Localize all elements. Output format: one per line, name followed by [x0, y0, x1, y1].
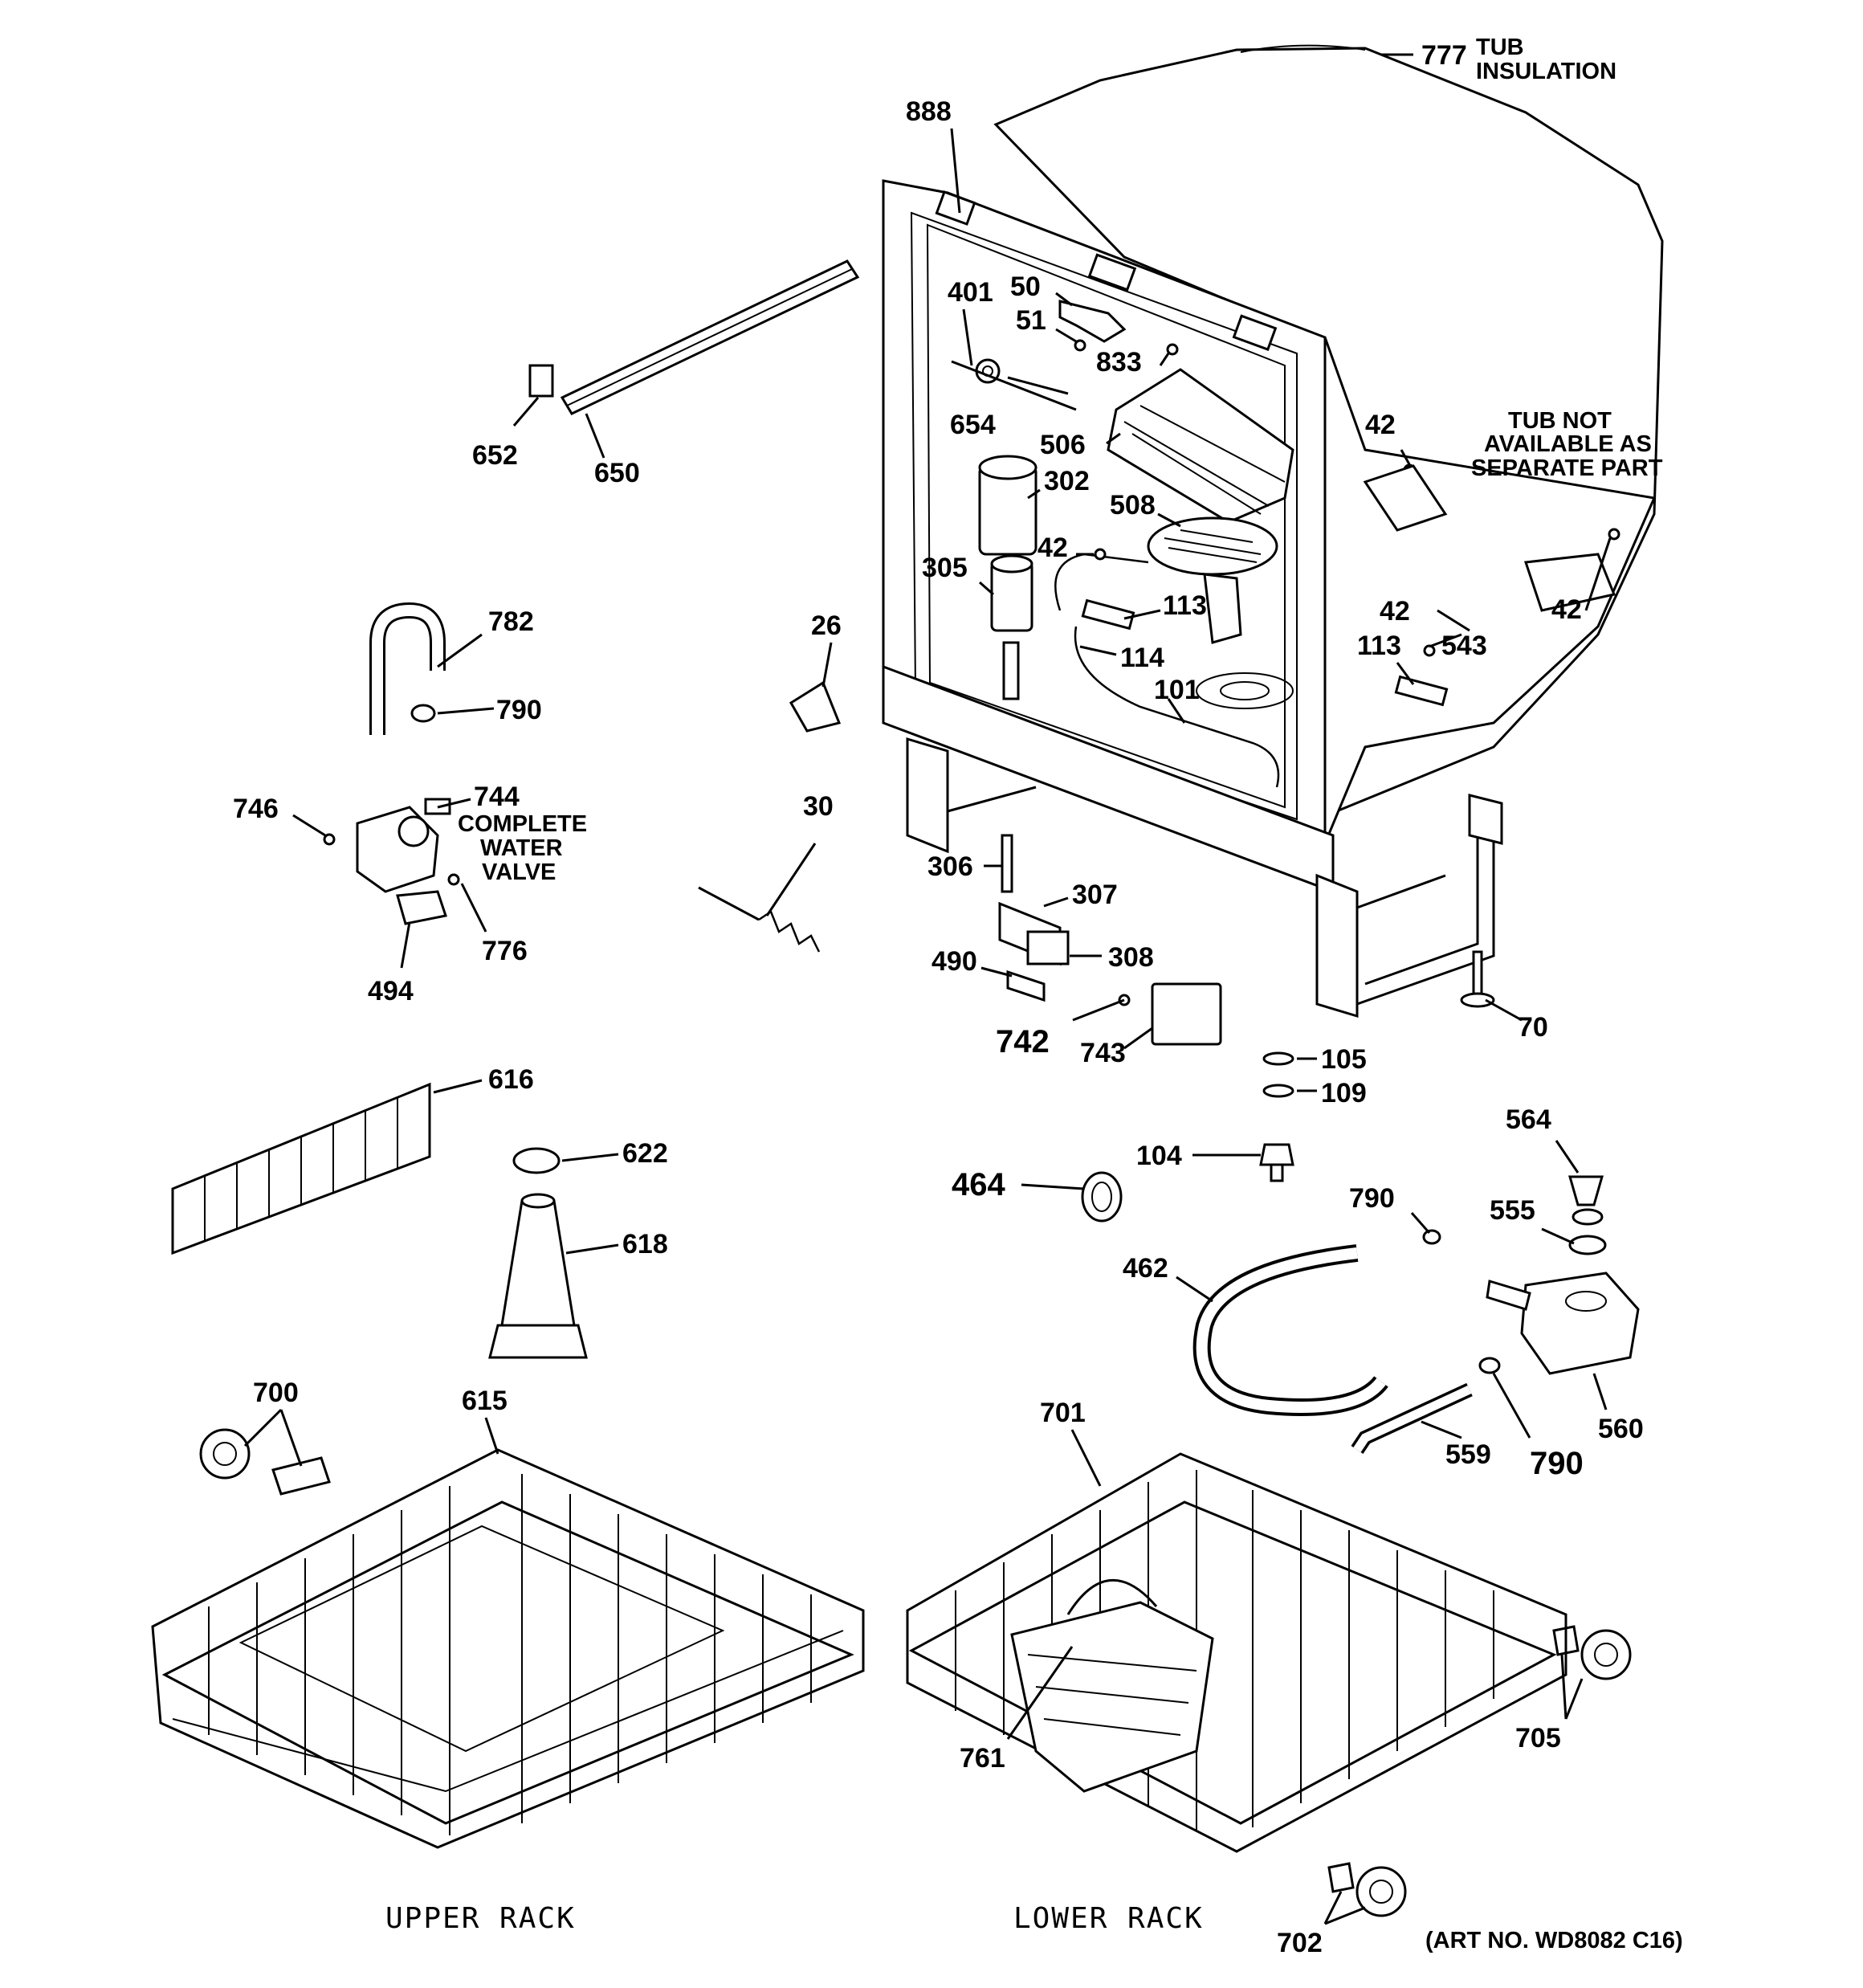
label-615: 615: [462, 1386, 508, 1416]
caption-upper-rack: UPPER RACK: [385, 1902, 576, 1935]
label-746: 746: [233, 794, 279, 824]
label-559: 559: [1445, 1439, 1491, 1470]
label-114: 114: [1120, 643, 1164, 673]
note-tub-not-available-1: TUB NOT: [1508, 408, 1612, 434]
label-761: 761: [960, 1743, 1005, 1774]
label-701: 701: [1040, 1398, 1086, 1428]
label-654: 654: [950, 410, 996, 440]
loose-parts: [171, 259, 1640, 1917]
part-26-bracket: [789, 680, 842, 733]
label-302: 302: [1044, 466, 1090, 496]
label-307: 307: [1072, 880, 1118, 910]
label-777: 777: [1421, 40, 1467, 71]
label-462: 462: [1123, 1253, 1168, 1284]
upper-rack: [151, 1448, 865, 1849]
drain-hose-462: [1192, 1244, 1388, 1416]
label-104: 104: [1136, 1141, 1182, 1171]
part-652-clip: [528, 364, 554, 398]
label-790-c: 790: [1530, 1446, 1584, 1481]
label-42-c: 42: [1551, 594, 1582, 625]
note-tub-insulation-1: TUB: [1476, 35, 1524, 60]
caption-art-number: (ART NO. WD8082 C16): [1425, 1928, 1683, 1953]
label-618: 618: [622, 1229, 668, 1259]
label-113-a: 113: [1163, 590, 1207, 621]
water-valve-744: [356, 806, 439, 893]
label-306: 306: [927, 851, 973, 882]
label-101: 101: [1154, 675, 1200, 705]
label-705: 705: [1515, 1723, 1561, 1753]
label-305: 305: [922, 553, 968, 583]
label-888: 888: [906, 96, 952, 127]
label-42-b: 42: [1365, 410, 1396, 440]
label-543: 543: [1441, 631, 1487, 661]
notes: TUB INSULATION TUB NOT AVAILABLE AS SEPA…: [458, 35, 1663, 885]
bracket-50: [1058, 300, 1127, 343]
note-tub-insulation-2: INSULATION: [1476, 59, 1616, 84]
part-618-cone: [500, 1199, 576, 1327]
label-742: 742: [996, 1024, 1050, 1059]
label-560: 560: [1598, 1414, 1644, 1444]
note-tub-not-available-2: AVAILABLE AS: [1484, 431, 1652, 457]
label-494: 494: [368, 976, 414, 1006]
label-105: 105: [1321, 1044, 1367, 1075]
label-26: 26: [811, 610, 842, 641]
label-508: 508: [1110, 490, 1156, 520]
label-42-a: 42: [1037, 533, 1068, 563]
tub-floor: [1323, 337, 1657, 844]
label-109: 109: [1321, 1078, 1367, 1108]
tub-components: [975, 300, 1620, 707]
label-50: 50: [1010, 271, 1041, 302]
part-464-gasket: [1081, 1171, 1123, 1223]
label-790-a: 790: [496, 695, 542, 725]
note-water-valve-3: VALVE: [482, 859, 556, 885]
part-labels: 777 888 50 401 51 833 654 506 302 508 42…: [233, 40, 1644, 1958]
tub-assembly: [882, 44, 1664, 1018]
lower-rack: [906, 1452, 1567, 1853]
label-113-b: 113: [1357, 631, 1401, 661]
label-555: 555: [1490, 1195, 1535, 1226]
label-401: 401: [948, 277, 993, 308]
dispenser-506: [1107, 368, 1294, 524]
note-water-valve-1: COMPLETE: [458, 811, 587, 837]
label-616: 616: [488, 1064, 534, 1095]
pump-560: [1520, 1272, 1640, 1375]
label-464: 464: [952, 1167, 1005, 1202]
label-42-d: 42: [1380, 596, 1410, 627]
label-652: 652: [472, 440, 518, 471]
label-622: 622: [622, 1138, 668, 1169]
label-308: 308: [1108, 942, 1154, 973]
label-70: 70: [1518, 1012, 1548, 1043]
label-743: 743: [1080, 1038, 1126, 1068]
label-782: 782: [488, 606, 534, 637]
label-702: 702: [1277, 1928, 1323, 1958]
note-water-valve-2: WATER: [480, 835, 563, 861]
label-650: 650: [594, 458, 640, 488]
label-744: 744: [474, 782, 520, 812]
label-506: 506: [1040, 430, 1086, 460]
label-700: 700: [253, 1378, 299, 1408]
label-564: 564: [1506, 1104, 1551, 1135]
caption-lower-rack: LOWER RACK: [1013, 1902, 1204, 1935]
label-490: 490: [932, 946, 977, 977]
leader-lines: [243, 53, 1612, 1925]
label-776: 776: [482, 936, 528, 966]
captions: UPPER RACK LOWER RACK (ART NO. WD8082 C1…: [385, 1902, 1683, 1953]
part-743-box: [1151, 982, 1222, 1046]
label-30: 30: [803, 791, 834, 822]
note-tub-not-available-3: SEPARATE PART: [1471, 455, 1663, 481]
label-790-b: 790: [1349, 1183, 1395, 1214]
label-51: 51: [1016, 305, 1046, 336]
silverware-basket-761: [1010, 1601, 1214, 1793]
label-833: 833: [1096, 347, 1142, 378]
